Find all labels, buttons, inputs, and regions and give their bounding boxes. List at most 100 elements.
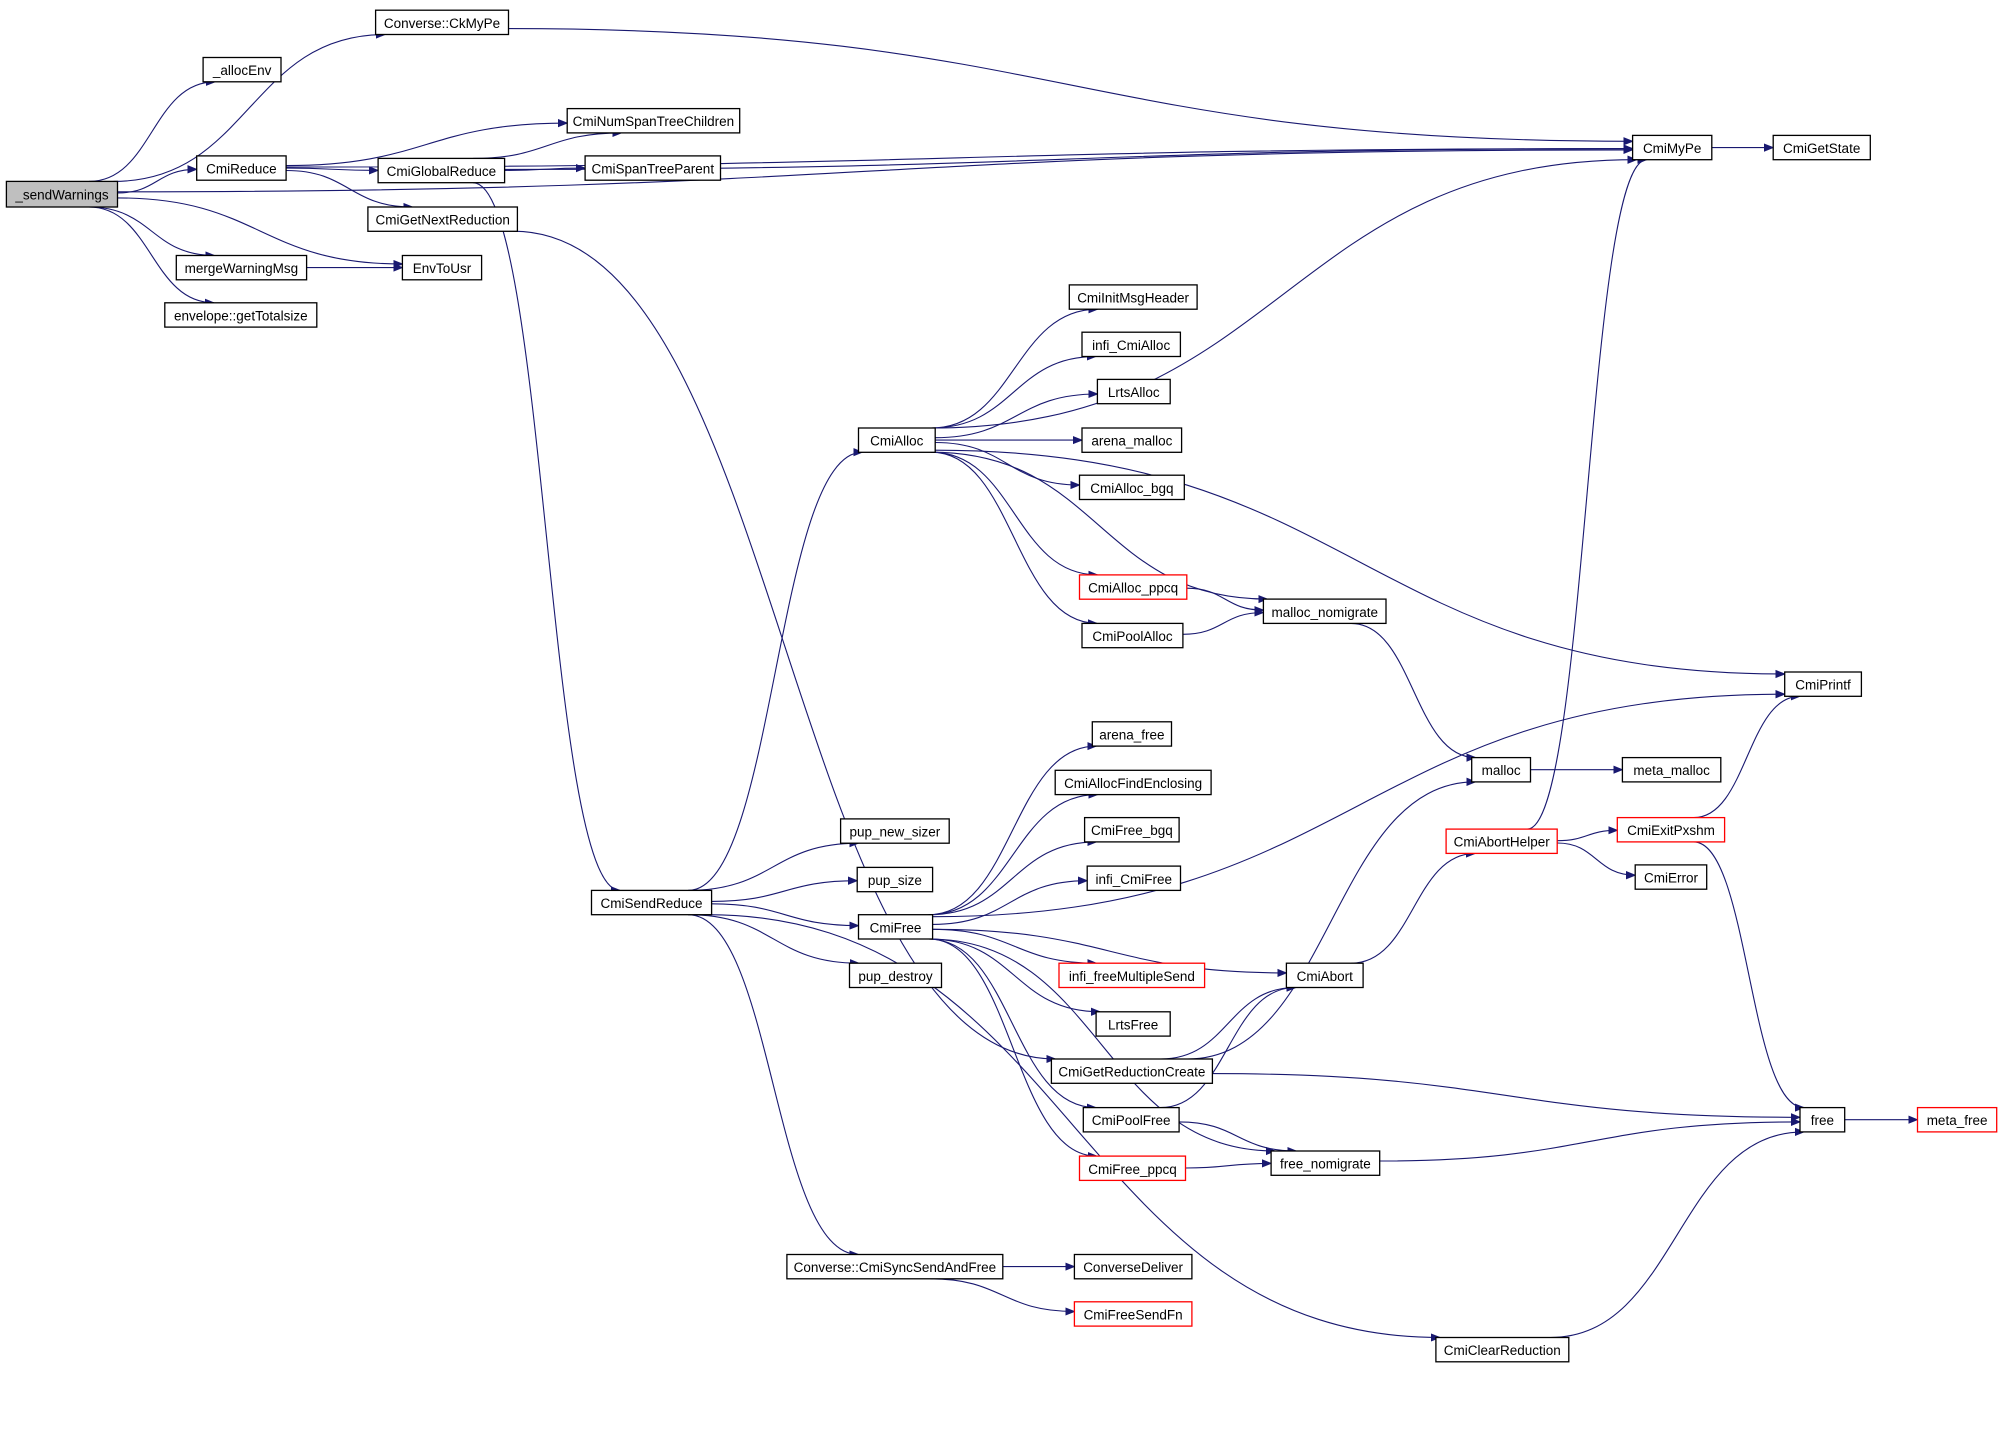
node-box <box>1050 1058 1214 1084</box>
graph-node-CmiFree[interactable]: CmiFree <box>857 914 934 940</box>
node-label: infi_CmiAlloc <box>1092 338 1170 353</box>
node-label: free <box>1811 1113 1834 1128</box>
node-box <box>1078 1155 1187 1182</box>
node-box <box>367 206 519 232</box>
call-edge-CmiFree-to-CmiAllocFindEnclosing <box>928 795 1098 916</box>
node-box <box>590 889 713 916</box>
call-edge-CmiGlobalReduce-to-CmiNumSpanTreeChildren <box>473 133 621 159</box>
graph-node-CmiAlloc_ppcq[interactable]: CmiAlloc_ppcq <box>1078 574 1188 600</box>
graph-node-malloc_nomigrate[interactable]: malloc_nomigrate <box>1262 598 1387 625</box>
graph-node-CmiAllocFindEnclosing[interactable]: CmiAllocFindEnclosing <box>1054 769 1212 796</box>
node-label: CmiError <box>1644 871 1698 886</box>
call-edge-CmiPoolAlloc-to-malloc_nomigrate <box>1182 613 1263 635</box>
node-label: CmiClearReduction <box>1444 1343 1561 1358</box>
graph-node-CmiError[interactable]: CmiError <box>1634 864 1708 890</box>
graph-node-CkMyPe[interactable]: Converse::CkMyPe <box>374 9 510 36</box>
node-box <box>848 962 943 989</box>
graph-node-infi_CmiAlloc[interactable]: infi_CmiAlloc <box>1081 331 1182 358</box>
graph-node-CmiAbortHelper[interactable]: CmiAbortHelper <box>1445 828 1558 855</box>
call-edge-CmiAbortHelper-to-CmiExitPxshm <box>1557 830 1617 842</box>
graph-node-infi_freeMultipleSend[interactable]: infi_freeMultipleSend <box>1058 962 1206 989</box>
graph-node-CmiGetReductionCreate[interactable]: CmiGetReductionCreate <box>1050 1058 1214 1084</box>
call-edge-CmiAlloc-to-LrtsAlloc <box>935 394 1097 439</box>
graph-node-CmiAlloc[interactable]: CmiAlloc <box>857 427 936 453</box>
call-edge-CmiReduce-to-CmiGlobalReduce <box>286 168 378 170</box>
graph-node-CmiPoolAlloc[interactable]: CmiPoolAlloc <box>1081 622 1184 649</box>
node-label: CmiReduce <box>206 162 277 177</box>
graph-node-ConverseDeliver[interactable]: ConverseDeliver <box>1073 1253 1193 1280</box>
graph-node-CmiFree_bgq[interactable]: CmiFree_bgq <box>1083 816 1180 843</box>
node-label: CmiAlloc <box>870 434 924 449</box>
graph-node-CmiGetState[interactable]: CmiGetState <box>1772 134 1871 161</box>
graph-node-free_nomigrate[interactable]: free_nomigrate <box>1270 1150 1381 1176</box>
call-edge-CmiSyncSendAndFree-to-CmiFreeSendFn <box>930 1278 1075 1312</box>
graph-node-CmiPrintf[interactable]: CmiPrintf <box>1784 671 1863 697</box>
call-edge-CmiAlloc-to-CmiAlloc_bgq <box>935 441 1079 486</box>
call-edge-CmiFree-to-CmiFree_bgq <box>928 842 1097 916</box>
node-label: CmiAbort <box>1297 969 1354 984</box>
node-box <box>1054 769 1212 796</box>
node-box <box>1799 1106 1846 1133</box>
graph-node-EnvToUsr[interactable]: EnvToUsr <box>401 254 483 281</box>
call-edge-sendWarnings-to-allocEnv <box>88 82 215 182</box>
node-box <box>1916 1106 1998 1133</box>
node-label: envelope::getTotalsize <box>174 308 308 323</box>
node-label: CmiPoolAlloc <box>1092 629 1173 644</box>
graph-node-CmiClearReduction[interactable]: CmiClearReduction <box>1435 1336 1570 1363</box>
node-box <box>1435 1336 1570 1363</box>
node-box <box>1078 574 1188 600</box>
graph-node-LrtsFree[interactable]: LrtsFree <box>1095 1011 1171 1037</box>
graph-node-free[interactable]: free <box>1799 1106 1846 1133</box>
call-edge-sendWarnings-to-CmiReduce <box>117 169 197 194</box>
call-edge-CmiSendReduce-to-pup_size <box>711 881 858 902</box>
graph-node-CmiReduce[interactable]: CmiReduce <box>196 155 287 181</box>
node-label: pup_destroy <box>858 969 933 984</box>
graph-node-pup_destroy[interactable]: pup_destroy <box>848 962 943 989</box>
graph-node-CmiAlloc_bgq[interactable]: CmiAlloc_bgq <box>1078 474 1185 501</box>
graph-node-CmiExitPxshm[interactable]: CmiExitPxshm <box>1616 816 1726 843</box>
graph-node-LrtsAlloc[interactable]: LrtsAlloc <box>1096 378 1171 405</box>
node-label: meta_malloc <box>1633 763 1710 778</box>
graph-node-CmiFree_ppcq[interactable]: CmiFree_ppcq <box>1078 1155 1187 1182</box>
graph-node-CmiInitMsgHeader[interactable]: CmiInitMsgHeader <box>1068 284 1198 310</box>
graph-node-mergeWarningMsg[interactable]: mergeWarningMsg <box>175 254 308 281</box>
node-label: CmiPoolFree <box>1092 1113 1171 1128</box>
graph-node-CmiFreeSendFn[interactable]: CmiFreeSendFn <box>1073 1301 1193 1327</box>
node-box <box>1073 1253 1193 1280</box>
call-edge-sendWarnings-to-mergeWarningMsg <box>88 206 215 256</box>
node-label: CmiGlobalReduce <box>387 164 497 179</box>
graph-node-arena_malloc[interactable]: arena_malloc <box>1081 427 1183 453</box>
node-label: LrtsAlloc <box>1108 385 1160 400</box>
node-box <box>857 914 934 940</box>
call-edge-CmiAlloc_ppcq-to-malloc_nomigrate <box>1186 587 1264 610</box>
node-label: Converse::CkMyPe <box>384 16 500 31</box>
call-edge-CmiSendReduce-to-pup_destroy <box>688 914 859 964</box>
call-edge-CmiReduce-to-CmiNumSpanTreeChildren <box>286 123 567 167</box>
graph-node-CmiGlobalReduce[interactable]: CmiGlobalReduce <box>377 157 506 184</box>
graph-node-getTotalsize[interactable]: envelope::getTotalsize <box>164 302 318 328</box>
graph-node-malloc[interactable]: malloc <box>1471 756 1532 783</box>
call-edge-CmiAbortHelper-to-CmiError <box>1557 842 1635 875</box>
call-edge-sendWarnings-to-CkMyPe <box>113 35 386 182</box>
graph-node-arena_free[interactable]: arena_free <box>1091 721 1173 747</box>
graph-node-CmiSpanTreeParent[interactable]: CmiSpanTreeParent <box>584 155 722 181</box>
graph-node-allocEnv[interactable]: _allocEnv <box>202 56 282 83</box>
graph-node-CmiAbort[interactable]: CmiAbort <box>1285 962 1364 989</box>
graph-node-meta_free[interactable]: meta_free <box>1916 1106 1998 1133</box>
graph-node-meta_malloc[interactable]: meta_malloc <box>1621 756 1722 783</box>
graph-node-CmiMyPe[interactable]: CmiMyPe <box>1631 134 1713 161</box>
call-edge-CmiAbortHelper-to-CmiMyPe <box>1527 160 1646 830</box>
node-box <box>1081 331 1182 358</box>
graph-node-CmiNumSpanTreeChildren[interactable]: CmiNumSpanTreeChildren <box>566 107 741 134</box>
graph-node-pup_size[interactable]: pup_size <box>856 866 934 893</box>
node-label: CmiAlloc_ppcq <box>1088 581 1178 596</box>
call-edge-CmiAbort-to-CmiAbortHelper <box>1351 853 1475 964</box>
graph-node-CmiPoolFree[interactable]: CmiPoolFree <box>1082 1106 1180 1133</box>
graph-node-CmiSendReduce[interactable]: CmiSendReduce <box>590 889 713 916</box>
node-box <box>1073 1301 1193 1327</box>
node-box <box>1616 816 1726 843</box>
graph-node-pup_new_sizer[interactable]: pup_new_sizer <box>839 818 950 844</box>
graph-node-infi_CmiFree[interactable]: infi_CmiFree <box>1086 865 1182 892</box>
graph-node-CmiGetNextReduction[interactable]: CmiGetNextReduction <box>367 206 519 232</box>
graph-node-CmiSyncSendAndFree[interactable]: Converse::CmiSyncSendAndFree <box>786 1253 1004 1280</box>
